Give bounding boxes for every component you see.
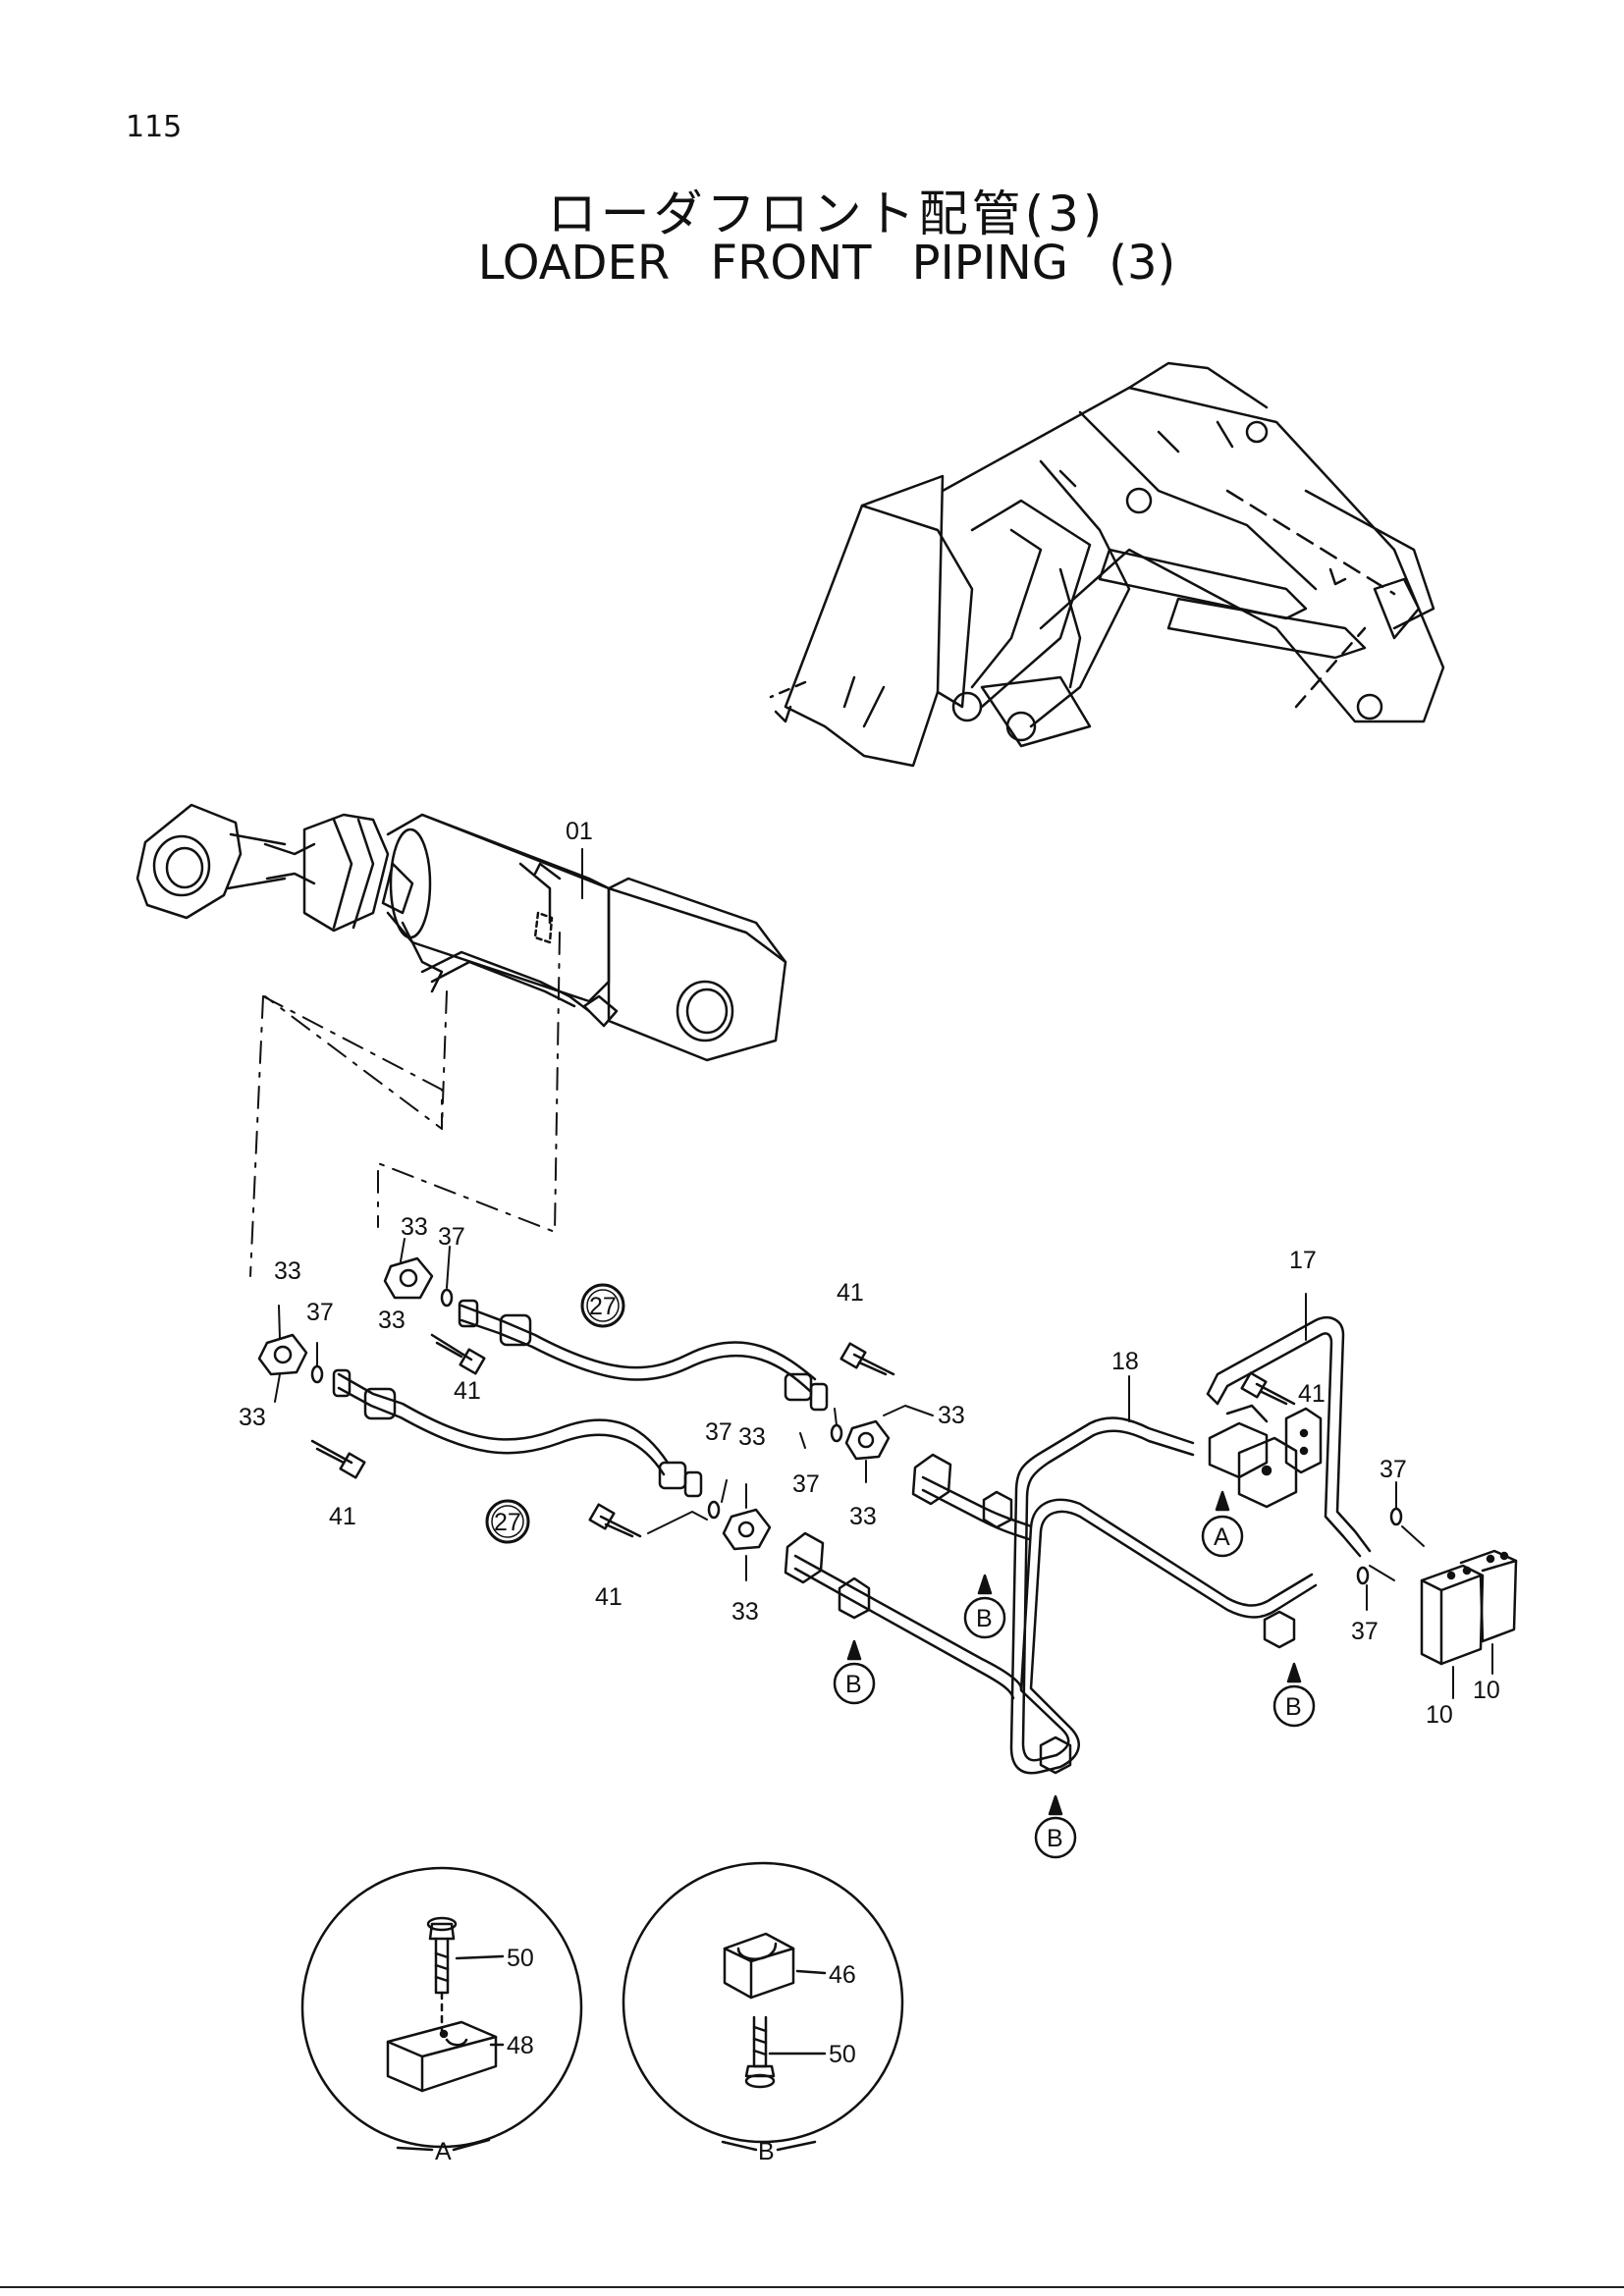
- bolts-41: [310, 1333, 1296, 1538]
- detail-view-b: [622, 1861, 904, 2152]
- callout-41: 41: [454, 1377, 481, 1405]
- pipe-clamps-b: [838, 1490, 1296, 1775]
- boom-cylinder-01: [135, 803, 787, 1062]
- detail-b-label: B: [758, 2138, 775, 2165]
- callout-33: 33: [731, 1598, 759, 1626]
- tube-17: [1206, 1316, 1372, 1558]
- detail-b-part-46: 46: [829, 1961, 856, 1989]
- junction-block-a: [1208, 1404, 1323, 1509]
- split-flanges-33: [257, 1256, 891, 1551]
- callout-37: 37: [792, 1470, 820, 1498]
- callout-27-circle-lower: [485, 1499, 530, 1544]
- callout-37: 37: [1351, 1618, 1379, 1645]
- detail-view-a: [300, 1866, 583, 2152]
- detail-a-label: A: [435, 2138, 452, 2165]
- detail-a-part-48: 48: [507, 2032, 534, 2059]
- callout-33: 33: [378, 1307, 406, 1334]
- view-marker-b: B: [845, 1671, 862, 1698]
- callout-labels: 01 27 27 33 33 33 33 33 33 33 33 37 37 3…: [239, 818, 1500, 1729]
- callout-41: 41: [1298, 1380, 1326, 1408]
- valve-blocks-10: [1420, 1549, 1518, 1666]
- loader-overview-illustration: [769, 361, 1445, 768]
- callout-18: 18: [1111, 1348, 1139, 1375]
- view-marker-labels: A B B B B: [833, 1515, 1316, 1859]
- callout-33: 33: [239, 1404, 266, 1431]
- detail-b-part-50: 50: [829, 2041, 856, 2068]
- callout-leaders: [274, 848, 1493, 1699]
- callout-17: 17: [1289, 1247, 1317, 1274]
- view-marker-b: B: [976, 1605, 993, 1632]
- callout-41: 41: [329, 1503, 356, 1530]
- title-japanese: ローダフロント配管(3): [547, 186, 1107, 242]
- callout-37: 37: [1380, 1456, 1407, 1483]
- detail-part-labels: 50 48 A 46 50 B: [435, 1945, 856, 2165]
- detail-a-part-50: 50: [507, 1945, 534, 1972]
- view-marker-arrows: [846, 1490, 1302, 1816]
- hose-27-lower: [332, 1368, 703, 1498]
- callout-41: 41: [595, 1583, 623, 1611]
- page-bottom-rule: [0, 2286, 1624, 2288]
- callout-27-lower: 27: [494, 1509, 521, 1536]
- callout-27-circle-upper: [580, 1283, 625, 1328]
- callout-33: 33: [938, 1402, 965, 1429]
- callout-10: 10: [1473, 1677, 1500, 1704]
- callout-37: 37: [438, 1223, 465, 1251]
- callout-33: 33: [849, 1503, 877, 1530]
- title-english: LOADER FRONT PIPING (3): [477, 236, 1176, 291]
- callout-27-upper: 27: [589, 1293, 617, 1320]
- callout-33: 33: [738, 1423, 766, 1451]
- page-number: 115: [126, 110, 183, 144]
- callout-33: 33: [274, 1257, 301, 1285]
- callout-01: 01: [566, 818, 593, 845]
- cylinder-leader-lines: [249, 848, 583, 1277]
- callout-33: 33: [401, 1213, 428, 1241]
- hose-27-upper: [458, 1299, 829, 1412]
- centre-pipes: [784, 1453, 1033, 1700]
- callout-10: 10: [1426, 1701, 1453, 1729]
- callout-41: 41: [837, 1279, 864, 1307]
- view-marker-a: A: [1214, 1523, 1230, 1551]
- callout-37: 37: [306, 1299, 334, 1326]
- view-marker-b: B: [1285, 1693, 1302, 1721]
- view-marker-b: B: [1047, 1825, 1063, 1852]
- callout-37: 37: [705, 1418, 732, 1446]
